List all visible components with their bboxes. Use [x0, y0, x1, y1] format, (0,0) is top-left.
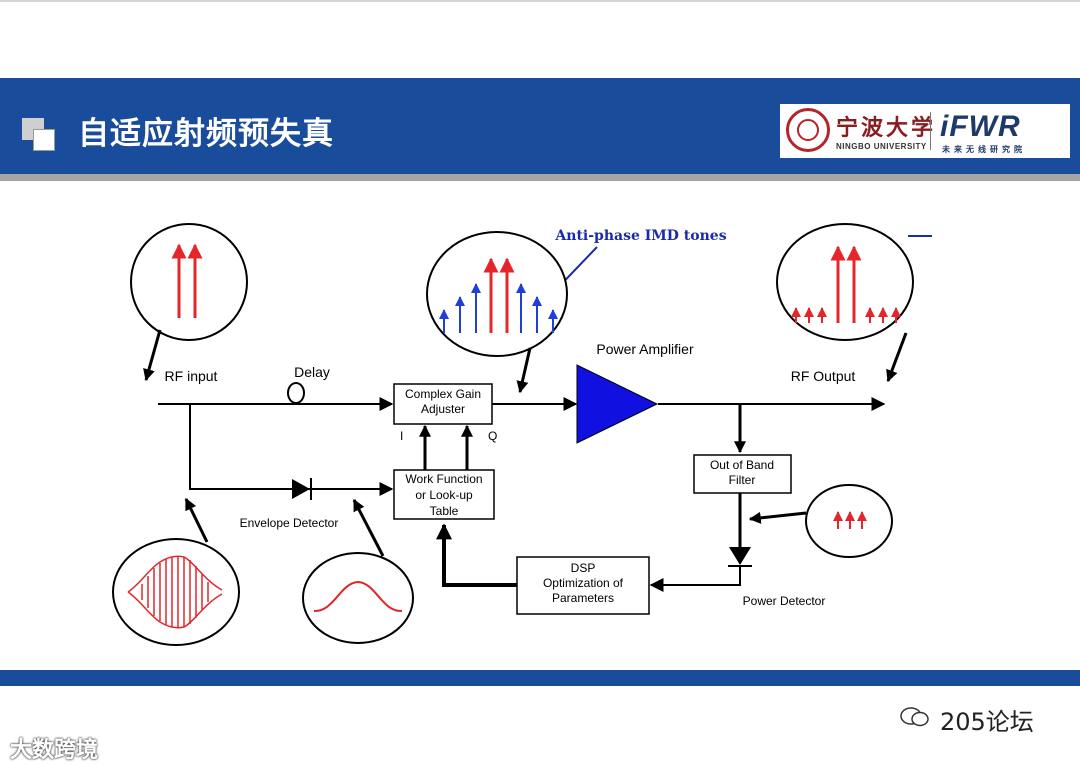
rf-output-label: RF Output	[791, 368, 856, 384]
rf-input-label: RF input	[165, 368, 218, 384]
watermark-right: 205论坛	[940, 708, 1034, 736]
out-of-band-label-2: Filter	[729, 473, 756, 487]
power-amplifier-icon	[576, 364, 659, 444]
dsp-label-1: DSP	[571, 561, 596, 575]
power-detector-label: Power Detector	[743, 594, 826, 608]
label-i: I	[400, 429, 403, 443]
lab-logo: iFWR	[940, 110, 1021, 143]
imd-annotation-label: Anti-phase IMD tones	[554, 228, 726, 244]
university-name-cn: 宁波大学	[836, 115, 937, 141]
out-of-band-filter-box	[693, 454, 792, 494]
title-squares-icon	[22, 118, 56, 152]
envelope-diode-icon	[292, 479, 310, 499]
rf-input-spectrum-circle	[130, 223, 248, 341]
logo-divider	[930, 112, 931, 150]
power-amplifier-label: Power Amplifier	[596, 341, 694, 357]
chat-bubble-icon	[900, 707, 929, 727]
complex-gain-box	[393, 383, 493, 425]
header-underline	[0, 174, 1080, 181]
detector-to-dsp-line	[649, 566, 741, 592]
university-seal-icon	[786, 108, 830, 152]
dsp-feedback-line	[436, 523, 517, 587]
label-q: Q	[488, 429, 497, 443]
dsp-box	[516, 556, 650, 615]
envelope-detector-label: Envelope Detector	[240, 516, 339, 530]
waveform-circle	[112, 538, 240, 646]
envelope-branch-line	[189, 404, 394, 496]
work-function-label-1: Work Function	[405, 472, 482, 486]
work-function-label-3: Table	[430, 504, 459, 518]
work-function-label-2: or Look-up	[415, 488, 473, 502]
envelope-curve-circle	[302, 552, 414, 644]
power-detector-diode-icon	[729, 547, 751, 565]
top-border	[0, 0, 1080, 2]
slide-title: 自适应射频预失真	[78, 116, 334, 152]
dsp-label-3: Parameters	[552, 591, 614, 605]
rf-output-spectrum-circle	[776, 223, 914, 341]
work-function-box	[393, 469, 495, 520]
lab-subtitle: 未来无线研究院	[942, 145, 1026, 154]
out-of-band-label-1: Out of Band	[710, 458, 774, 472]
watermark-left: 大数跨境	[10, 737, 99, 762]
complex-gain-label-2: Adjuster	[421, 402, 465, 416]
university-name-en: NINGBO UNIVERSITY	[836, 142, 927, 151]
dsp-label-2: Optimization of	[543, 576, 624, 590]
delay-loop-icon	[287, 382, 305, 404]
delay-label: Delay	[294, 364, 330, 380]
logo-area: 宁波大学 NINGBO UNIVERSITY iFWR 未来无线研究院	[780, 104, 1070, 158]
predistorted-spectrum-circle	[426, 231, 568, 357]
footer-band	[0, 670, 1080, 686]
complex-gain-label-1: Complex Gain	[405, 387, 481, 401]
